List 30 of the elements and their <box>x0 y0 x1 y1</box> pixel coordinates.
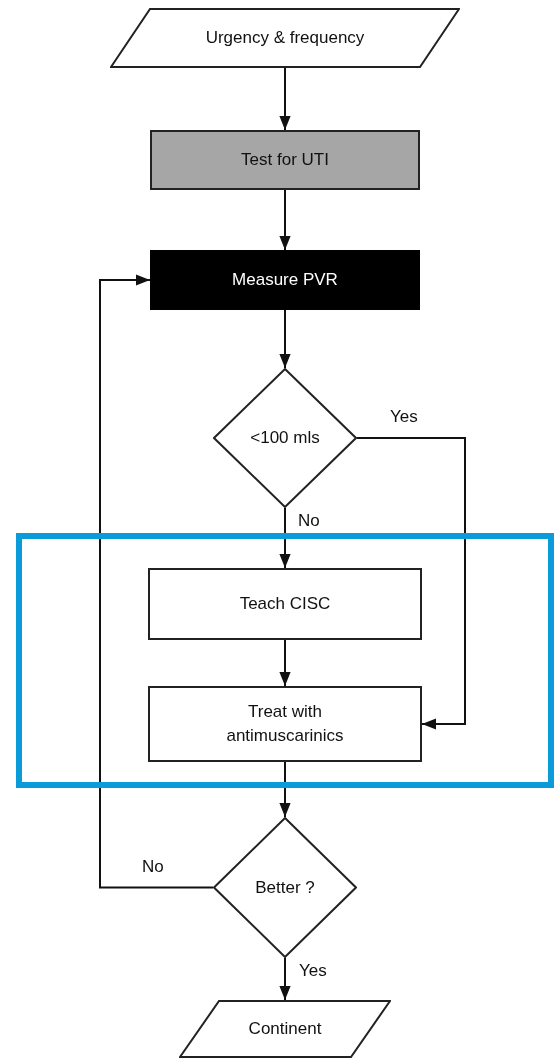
arrow <box>279 189 291 251</box>
edge-label: Yes <box>297 962 329 979</box>
arrow <box>279 309 291 369</box>
arrow <box>279 507 291 569</box>
io-parallelogram <box>179 1000 391 1058</box>
node-text: Continent <box>248 1018 322 1041</box>
arrow <box>279 639 291 687</box>
edge-label: Yes <box>388 408 420 425</box>
decision-diamond <box>213 817 357 958</box>
process-box <box>150 130 420 190</box>
process-box <box>148 686 422 762</box>
node-text: Teach CISC <box>239 593 331 616</box>
highlight-frame <box>16 533 554 788</box>
io-parallelogram <box>110 8 460 68</box>
arrow <box>279 761 291 818</box>
node-text: Test for UTI <box>241 149 329 172</box>
edge-label: No <box>296 512 322 529</box>
process-box <box>150 250 420 310</box>
arrow <box>99 274 214 889</box>
node-text: Better ? <box>255 876 315 899</box>
node-text: Treat with antimuscarinics <box>225 701 345 747</box>
edge-label: No <box>140 858 166 875</box>
node-text: <100 mls <box>250 427 320 450</box>
arrow <box>279 67 291 131</box>
arrow <box>279 957 291 1001</box>
arrow <box>356 437 466 730</box>
node-text: Urgency & frequency <box>205 27 365 50</box>
process-box <box>148 568 422 640</box>
decision-diamond <box>213 368 357 508</box>
node-text: Measure PVR <box>232 269 338 292</box>
